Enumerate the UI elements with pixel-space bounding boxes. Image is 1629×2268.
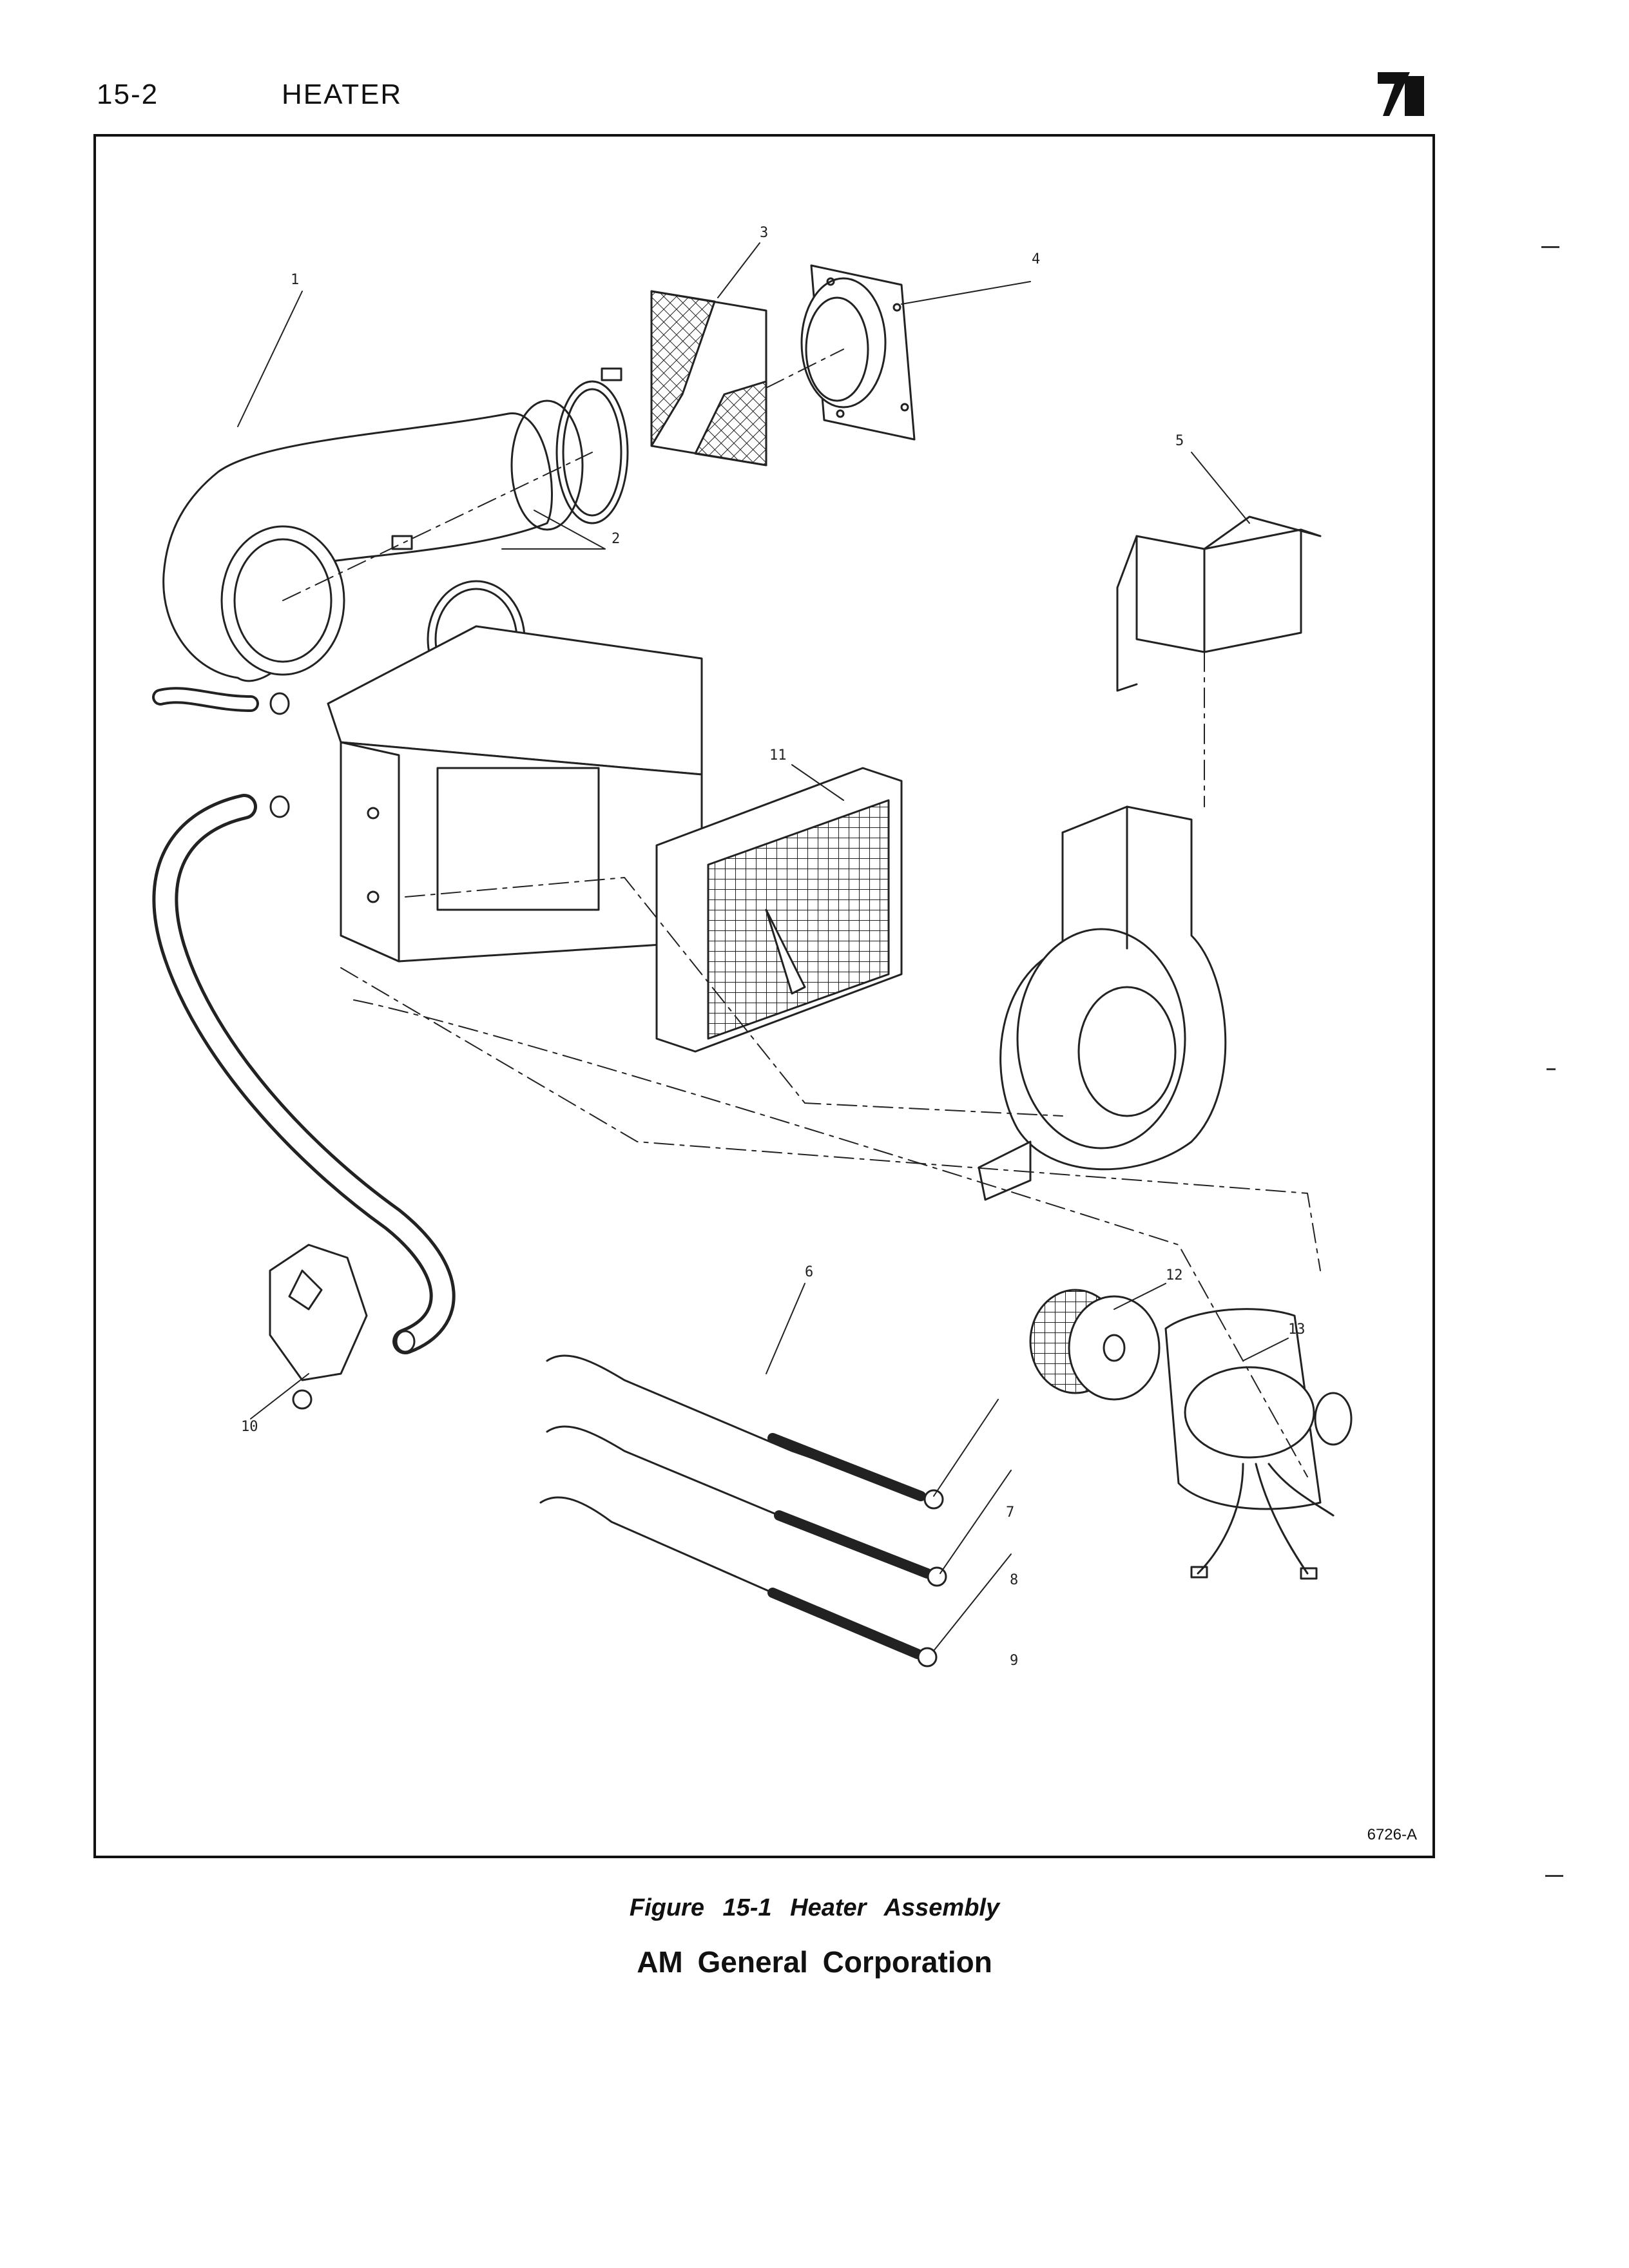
callout-label: 2 xyxy=(612,531,621,547)
assembly-lines xyxy=(282,349,1321,1477)
control-cables xyxy=(539,1354,947,1667)
callout-label: 10 xyxy=(241,1419,258,1435)
edge-mark xyxy=(1545,1875,1563,1877)
page-number: 15-2 xyxy=(97,79,159,110)
callout-label: 13 xyxy=(1288,1321,1306,1338)
control-valve xyxy=(269,1244,368,1410)
callout-label: 5 xyxy=(1175,433,1184,449)
flange xyxy=(800,264,916,441)
edge-mark xyxy=(1547,1068,1556,1070)
figure-frame: 1 2 3 4 5 6 7 8 9 10 11 12 13 6726-A xyxy=(93,134,1435,1858)
heater-case xyxy=(327,625,703,963)
heater-assembly-drawing xyxy=(152,242,1353,1667)
callout-label: 8 xyxy=(1010,1572,1019,1588)
callout-label: 3 xyxy=(760,225,769,241)
company-name: AM General Corporation xyxy=(637,1945,992,1979)
callout-label: 7 xyxy=(1006,1504,1015,1521)
figure-caption: Figure 15-1 Heater Assembly xyxy=(629,1894,1000,1921)
blower-housing xyxy=(978,805,1227,1201)
callout-label: 1 xyxy=(291,272,300,288)
screen xyxy=(650,290,767,466)
bracket xyxy=(1116,515,1322,692)
heater-hose xyxy=(152,687,456,1354)
callout-label: 11 xyxy=(769,747,787,764)
callout-label: 12 xyxy=(1166,1267,1183,1283)
leader-lines xyxy=(237,242,1289,1651)
section-title: HEATER xyxy=(282,79,403,110)
blower-wheel xyxy=(1029,1289,1161,1401)
am-general-logo xyxy=(1378,72,1424,116)
blower-motor xyxy=(1164,1308,1353,1580)
heater-core xyxy=(655,767,903,1053)
callout-label: 9 xyxy=(1010,1653,1019,1669)
edge-mark xyxy=(1541,246,1559,248)
callout-label: 4 xyxy=(1032,251,1041,267)
drawing-number: 6726-A xyxy=(1367,1826,1417,1843)
callout-label: 6 xyxy=(805,1264,814,1280)
